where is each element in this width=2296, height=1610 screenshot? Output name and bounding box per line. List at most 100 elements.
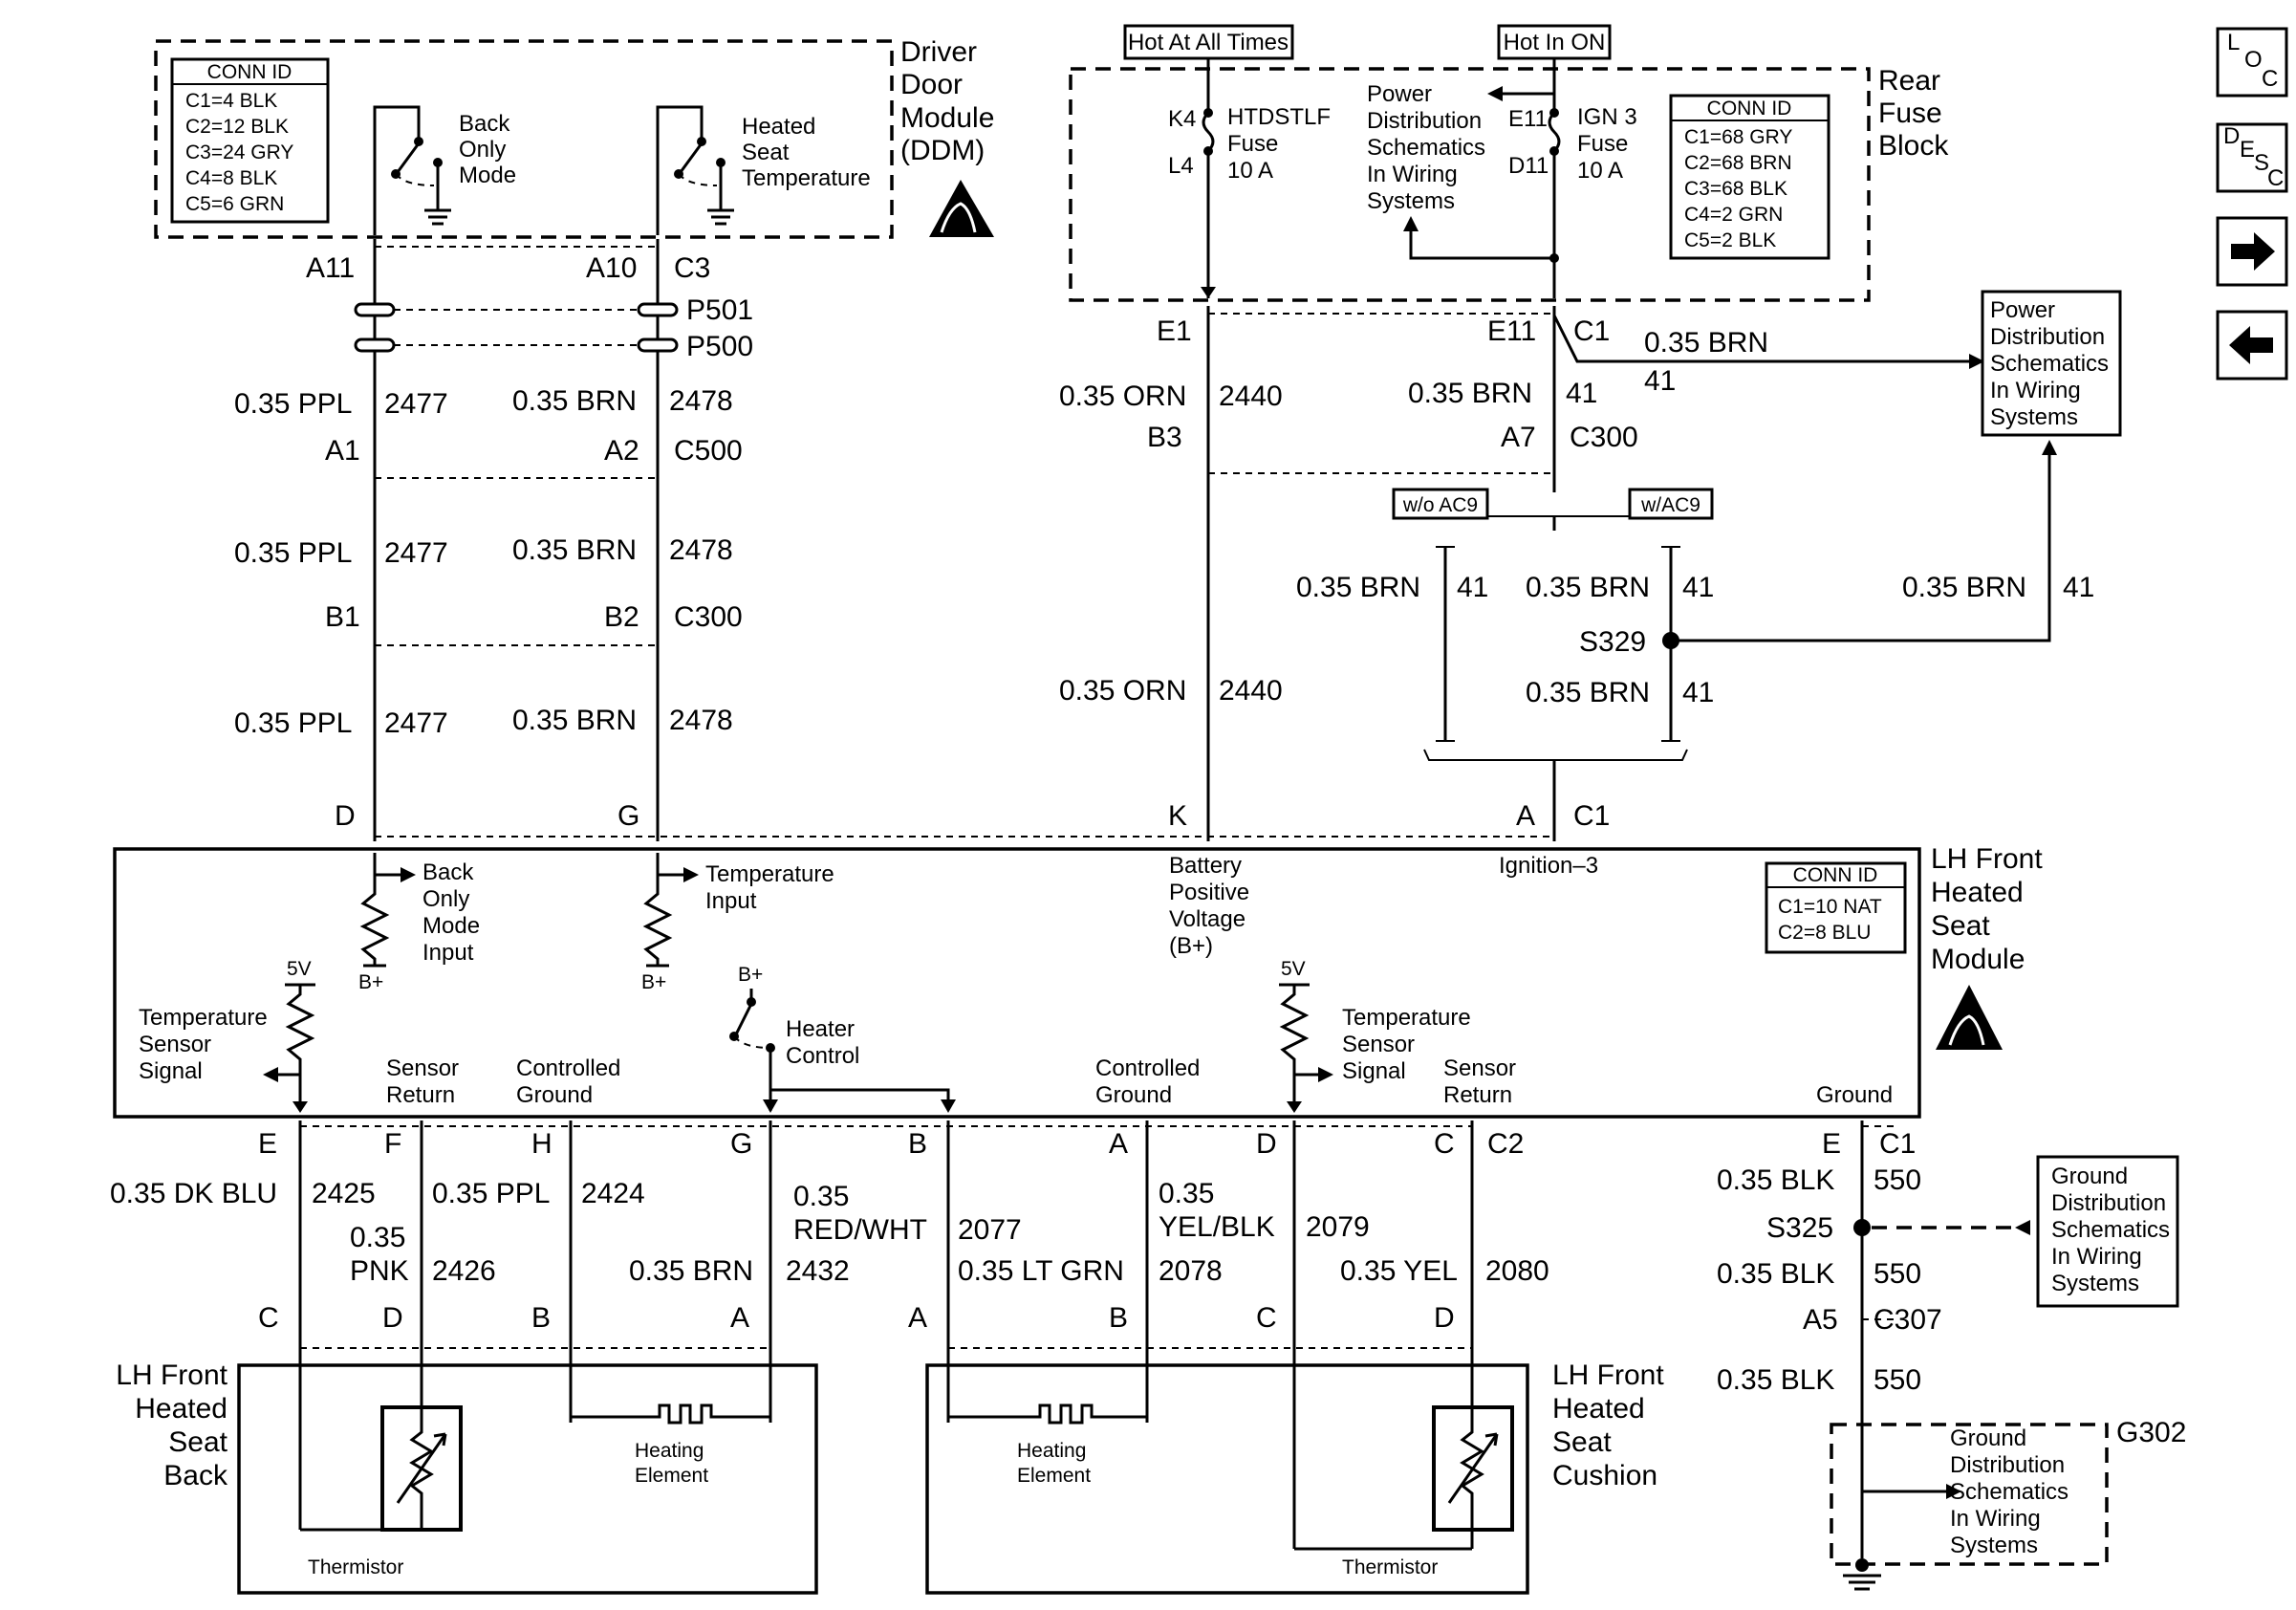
temp-input-resistor-icon	[642, 853, 699, 968]
sensor-return-label: Return	[386, 1082, 455, 1108]
battery-label: Battery	[1169, 853, 1242, 879]
pin-E11: E11	[1487, 315, 1536, 347]
switch2-label: Seat	[742, 140, 790, 165]
pin: F	[384, 1128, 401, 1160]
circuit-num: 2425	[312, 1178, 376, 1209]
wire-color: 0.35 BRN	[1644, 327, 1768, 359]
wire-color: 0.35 BRN	[1296, 572, 1420, 603]
desc-letter: C	[2267, 165, 2284, 191]
fuse-block-wires	[1206, 306, 2057, 841]
ignition-label: Ignition–3	[1499, 853, 1598, 879]
hot-at-all-times: Hot At All Times	[1128, 30, 1289, 55]
wire-color: PNK	[350, 1255, 409, 1287]
pin-G: G	[617, 800, 639, 832]
switch1-label: Only	[459, 137, 506, 163]
pds-right-label: Distribution	[1990, 324, 2105, 350]
controlled-ground-label: Ground	[1095, 1082, 1172, 1108]
sensor-return-label: Sensor	[1443, 1055, 1516, 1081]
heating-element-icon	[660, 1405, 711, 1423]
circuit-num: 2477	[384, 707, 448, 739]
wire-color: 0.35 BLK	[1717, 1364, 1834, 1396]
thermistor-icon	[396, 1407, 447, 1530]
conn-C307: C307	[1874, 1304, 1942, 1336]
wire-color: 0.35 BRN	[512, 385, 637, 417]
circuit-num: 550	[1874, 1258, 1921, 1290]
wire-color: 0.35 BLK	[1717, 1258, 1834, 1290]
circuit-num: 2424	[581, 1178, 645, 1209]
desc-button[interactable]: D E S C	[2216, 122, 2288, 193]
pin-B3: B3	[1147, 422, 1182, 453]
pds-inner: In Wiring	[1367, 162, 1458, 187]
conn-P501: P501	[686, 294, 753, 326]
ddm-title-1: Driver	[900, 36, 977, 68]
wire-color: 0.35 PPL	[234, 537, 352, 569]
pin-E1: E1	[1157, 315, 1192, 347]
pin: C	[1256, 1302, 1277, 1334]
temp-sensor-label: Sensor	[1342, 1032, 1415, 1057]
ddm-conn-line: C1=4 BLK	[185, 90, 277, 112]
circuit-num: 2440	[1219, 381, 1283, 412]
rfb-title-1: Rear	[1878, 65, 1940, 97]
prev-button[interactable]	[2216, 310, 2288, 381]
circuit-num: 2432	[786, 1255, 850, 1287]
ground-dist-label: Schematics	[2051, 1217, 2170, 1243]
conn-C300: C300	[674, 601, 743, 633]
battery-label: Positive	[1169, 880, 1249, 905]
next-button[interactable]	[2216, 216, 2288, 287]
rfb-conn-line: C1=68 GRY	[1684, 126, 1792, 148]
module-conn-header: CONN ID	[1793, 864, 1878, 886]
fuse1-pin: K4	[1168, 106, 1196, 132]
wire-color: 0.35 BRN	[1902, 572, 2026, 603]
circuit-num: 41	[2063, 572, 2094, 603]
circuit-num: 2077	[958, 1214, 1022, 1246]
circuit-num: 2426	[432, 1255, 496, 1287]
wire-color: 0.35 BRN	[512, 534, 637, 566]
rfb-title-2: Fuse	[1878, 98, 1942, 129]
circuit-num: 550	[1874, 1164, 1921, 1196]
splice-S325: S325	[1766, 1212, 1833, 1244]
pds-inner: Schematics	[1367, 135, 1485, 161]
ground-label: Ground	[1816, 1082, 1893, 1108]
pin: E	[258, 1128, 277, 1160]
seat-cushion: LH Front Heated Seat Cushion Heating Ele…	[925, 1360, 1664, 1595]
module-title: Seat	[1931, 910, 1990, 942]
ground-dist-label: Ground	[1950, 1425, 2026, 1451]
wire-color: 0.35 PPL	[234, 388, 352, 420]
pin-B2: B2	[604, 601, 639, 633]
pds-right-label: Schematics	[1990, 351, 2109, 377]
circuit-num: 2079	[1306, 1211, 1370, 1243]
seat-back-title: Seat	[168, 1426, 227, 1458]
seat-back-title: LH Front	[116, 1360, 227, 1391]
ground-circuit	[1830, 1120, 2109, 1591]
wire-color: 0.35 BRN	[1526, 677, 1650, 708]
module-conn-id: CONN ID C1=10 NAT C2=8 BLU	[1765, 861, 1907, 954]
driver-door-module: Driver Door Module (DDM) CONN ID C1=4 BL…	[154, 36, 994, 239]
option-wo-ac9: w/o AC9	[1402, 494, 1478, 516]
wire-color: 0.35	[1159, 1178, 1214, 1209]
pin: G	[730, 1128, 752, 1160]
fuse1-label: HTDSTLF	[1227, 104, 1331, 130]
seat-cushion-title: Heated	[1552, 1393, 1645, 1425]
pin-A11: A11	[306, 252, 355, 284]
ddm-conn-line: C2=12 BLK	[185, 116, 289, 138]
controlled-ground-label: Controlled	[1095, 1055, 1200, 1081]
conn-C500: C500	[674, 435, 743, 467]
sensor-return-label: Return	[1443, 1082, 1512, 1108]
seat-back-title: Heated	[135, 1393, 227, 1425]
loc-button[interactable]: L O C	[2216, 27, 2288, 98]
ground-dist-label: Distribution	[2051, 1190, 2166, 1216]
pds-inner: Distribution	[1367, 108, 1482, 134]
splice-S329: S329	[1579, 626, 1646, 658]
heating-element-label: Heating	[635, 1440, 704, 1462]
temp-sensor-label: Sensor	[139, 1032, 211, 1057]
back-only-input-label: Mode	[422, 913, 480, 939]
pds-right-label: Power	[1990, 297, 2055, 323]
switch1-label: Mode	[459, 163, 516, 188]
seat-cushion-title: LH Front	[1552, 1360, 1664, 1391]
ground-symbol-icon	[1843, 1574, 1881, 1591]
module-conn-line: C1=10 NAT	[1778, 896, 1882, 918]
pin: C	[258, 1302, 279, 1334]
pds-inner: Power	[1367, 81, 1432, 107]
wire-color: 0.35 BRN	[512, 705, 637, 736]
desc-letter: S	[2254, 150, 2269, 176]
